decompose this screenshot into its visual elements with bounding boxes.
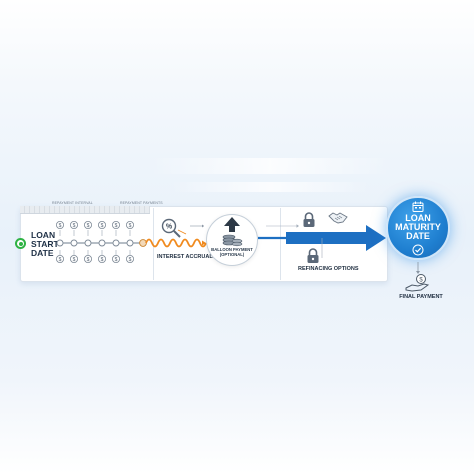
- balloon-payment-label: BALLOON PAYMENT (OPTIONAL): [208, 247, 256, 257]
- handshake-icon: [328, 212, 348, 224]
- dollar-sign: $: [59, 257, 62, 263]
- dollar-sign: $: [101, 223, 104, 229]
- final-payment-label: FINAL PAYMENT: [399, 294, 443, 300]
- dollar-sign: $: [73, 257, 76, 263]
- dollar-coin-icon: [84, 220, 93, 229]
- lock-icon: [307, 248, 319, 263]
- dollar-sign: $: [59, 223, 62, 229]
- dollar-sign: $: [87, 257, 90, 263]
- dollar-coin-icon: [98, 220, 107, 229]
- interest-accrual-label: INTEREST ACCRUAL: [157, 254, 213, 260]
- strip-right-label: REPAYMENT PAYMENTS: [120, 201, 163, 205]
- payment-strip: [20, 206, 150, 214]
- divider: [280, 208, 281, 280]
- lock-icon: [303, 212, 315, 227]
- payment-node: [84, 239, 92, 247]
- balloon-title: BALLOON PAYMENT: [211, 247, 253, 252]
- checkmark-icon: [412, 244, 424, 256]
- payment-node: [56, 239, 64, 247]
- payment-node: [112, 239, 120, 247]
- balloon-subtitle: (OPTIONAL): [219, 252, 245, 257]
- dollar-coin-icon: [126, 220, 135, 229]
- refinancing-options-label: REFINACING OPTIONS: [298, 266, 359, 272]
- loan-start-label: LOAN START DATE: [31, 230, 59, 258]
- hand-coin-icon: $: [405, 274, 430, 292]
- dollar-sign: $: [115, 223, 118, 229]
- dollar-coin-icon: [70, 220, 79, 229]
- percent-symbol: %: [166, 224, 173, 231]
- payment-node: [70, 239, 78, 247]
- dollar-coin-icon: [56, 220, 65, 229]
- money-stack-upload-icon: [222, 217, 243, 247]
- loan-maturity-label: LOAN MATURITY DATE: [395, 213, 441, 241]
- svg-text:$: $: [419, 278, 423, 284]
- dollar-sign: $: [115, 257, 118, 263]
- dollar-sign: $: [129, 223, 132, 229]
- divider: [153, 208, 154, 280]
- dollar-sign: $: [87, 223, 90, 229]
- calendar-icon: [412, 201, 424, 212]
- payment-node: [126, 239, 134, 247]
- dollar-sign: $: [73, 223, 76, 229]
- dollar-sign: $: [129, 257, 132, 263]
- loan-maturity-node[interactable]: [386, 196, 450, 260]
- start-marker: [15, 238, 26, 249]
- payment-node: [98, 239, 106, 247]
- dollar-sign: $: [101, 257, 104, 263]
- strip-left-label: REPAYMENT INTERVAL: [52, 201, 93, 205]
- dollar-coin-icon: [112, 220, 121, 229]
- magnifier-percent-icon: %: [161, 218, 181, 238]
